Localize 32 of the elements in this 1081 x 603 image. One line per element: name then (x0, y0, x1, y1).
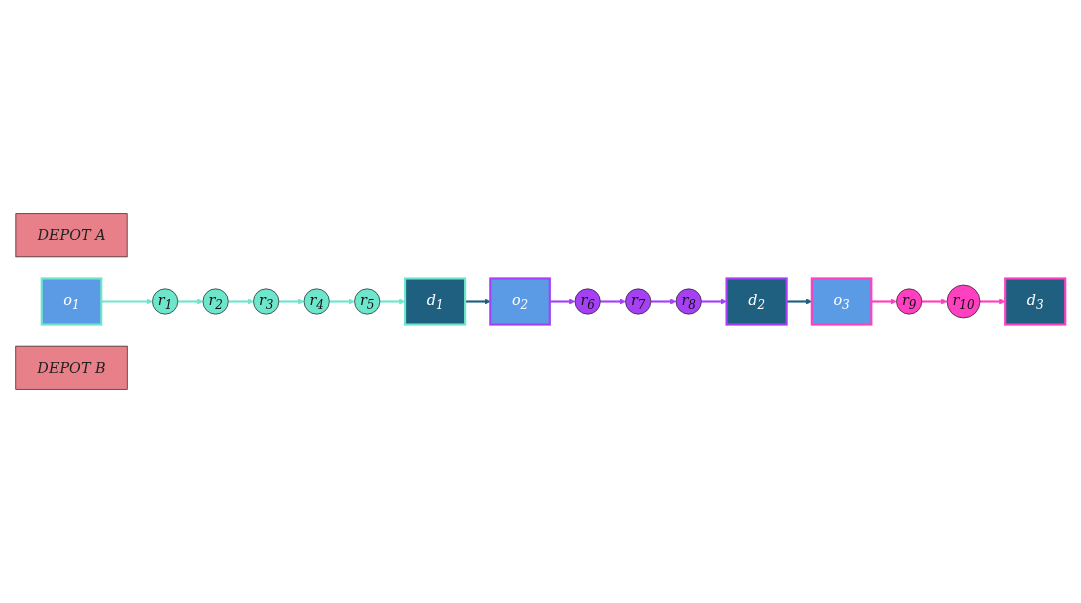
node-box: o$_{1}$ (40, 277, 103, 326)
node-box: o$_{3}$ (810, 277, 873, 326)
node-circle: r$_{5}$ (354, 288, 381, 315)
arrow (871, 298, 897, 305)
node-circle: r$_{4}$ (303, 288, 330, 315)
node-box: o$_{2}$ (489, 277, 551, 326)
node-box: DEPOT A (15, 213, 128, 258)
arrow (465, 298, 491, 305)
node-circle: r$_{8}$ (675, 288, 702, 315)
arrow (650, 298, 677, 305)
node-box: d$_{1}$ (403, 277, 467, 326)
node-box: d$_{3}$ (1004, 277, 1067, 326)
arrow (379, 298, 406, 305)
node-box: DEPOT B (15, 345, 128, 390)
arrow (701, 298, 727, 305)
node-circle: r$_{6}$ (574, 288, 601, 315)
arrow (101, 298, 153, 305)
node-circle: r$_{9}$ (896, 288, 923, 315)
arrow (600, 298, 626, 305)
arrow (228, 298, 254, 305)
node-circle: r$_{3}$ (253, 288, 280, 315)
arrow (549, 298, 576, 305)
node-circle: r$_{1}$ (152, 288, 179, 315)
node-circle: r$_{10}$ (946, 284, 981, 319)
node-circle: r$_{2}$ (202, 288, 229, 315)
arrow (177, 298, 204, 305)
arrow (980, 298, 1006, 305)
node-circle: r$_{7}$ (625, 288, 652, 315)
arrow (329, 298, 355, 305)
arrow (278, 298, 305, 305)
node-box: d$_{2}$ (725, 277, 788, 326)
arrow (921, 298, 948, 305)
